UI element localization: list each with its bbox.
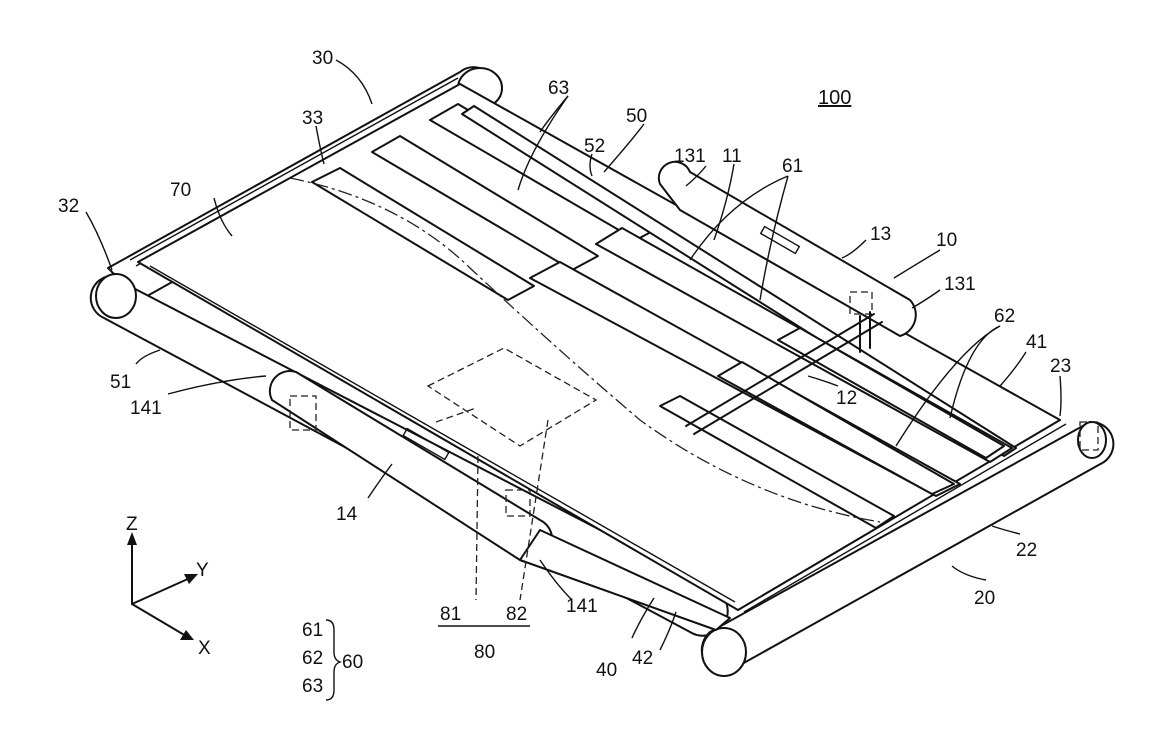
label-131-upper: 131 (674, 146, 706, 167)
legend-62: 62 (302, 648, 323, 669)
label-30: 30 (312, 48, 333, 69)
label-61: 61 (782, 156, 803, 177)
label-81: 81 (440, 604, 461, 625)
label-10: 10 (936, 230, 957, 251)
axis-labels: Z Y X (126, 514, 211, 659)
legend-bracket (325, 619, 343, 701)
label-131-lower: 131 (944, 274, 976, 295)
axis-y-label: Y (196, 560, 209, 581)
axis-indicator (127, 532, 198, 640)
leader-lines (85, 59, 1062, 651)
label-41: 41 (1026, 332, 1047, 353)
bars-62 (659, 327, 1005, 529)
bridge-12 (685, 311, 883, 435)
label-20: 20 (974, 588, 995, 609)
label-62: 62 (994, 306, 1015, 327)
figure-number: 100 (818, 87, 851, 109)
region-80 (426, 347, 598, 601)
label-23: 23 (1050, 356, 1071, 377)
label-22: 22 (1016, 540, 1037, 561)
label-80: 80 (474, 642, 495, 663)
axis-z-label: Z (126, 514, 138, 535)
label-52: 52 (584, 136, 605, 157)
label-11: 11 (722, 146, 742, 167)
label-40: 40 (596, 660, 617, 681)
label-33: 33 (302, 108, 323, 129)
label-13: 13 (870, 224, 891, 245)
label-63: 63 (548, 78, 569, 99)
label-12: 12 (836, 388, 857, 409)
legend-60-group: 60 (342, 652, 363, 673)
label-82: 82 (506, 604, 527, 625)
label-14: 14 (336, 504, 358, 525)
label-32: 32 (58, 196, 79, 217)
legend-61: 61 (302, 620, 323, 641)
label-42: 42 (632, 648, 653, 669)
fold-region-outline (289, 177, 881, 523)
support-13 (657, 160, 917, 337)
label-50: 50 (626, 106, 647, 127)
guide-40 (519, 529, 731, 631)
label-141-right: 141 (566, 596, 598, 617)
label-51: 51 (110, 372, 131, 393)
roller-20 (700, 420, 1115, 677)
legend-60: 61 62 63 60 (302, 620, 363, 697)
label-141-left: 141 (130, 398, 162, 419)
label-70: 70 (170, 180, 191, 201)
axis-x-label: X (198, 638, 211, 659)
reference-labels: 100 30 33 63 52 50 131 11 61 70 32 13 10… (58, 48, 1071, 681)
legend-63: 63 (302, 676, 323, 697)
